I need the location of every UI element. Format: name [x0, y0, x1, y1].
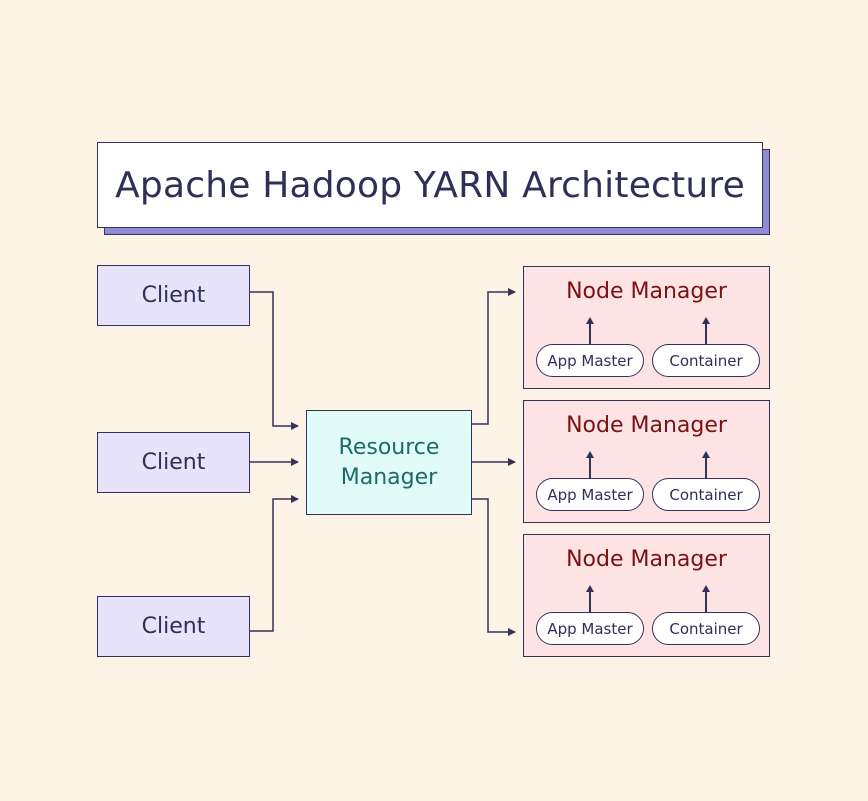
app-master-label: App Master	[547, 351, 633, 370]
container-pill: Container	[652, 478, 760, 511]
app-master-up-arrow-line	[589, 322, 591, 344]
container-up-arrow-line	[705, 456, 707, 478]
client-box-3: Client	[97, 596, 250, 657]
app-master-up-arrow	[586, 585, 594, 592]
client-label: Client	[141, 283, 206, 308]
diagram-title: Apache Hadoop YARN Architecture	[97, 142, 763, 228]
app-master-up-arrow-line	[589, 456, 591, 478]
client-box-2: Client	[97, 432, 250, 493]
container-pill: Container	[652, 612, 760, 645]
resource-manager-box: Resource Manager	[306, 410, 472, 515]
app-master-up-arrow	[586, 317, 594, 324]
client-label: Client	[141, 614, 206, 639]
container-label: Container	[669, 351, 743, 370]
app-master-up-arrow	[586, 451, 594, 458]
container-up-arrow-line	[705, 590, 707, 612]
node-manager-box-3: Node Manager App Master Container	[523, 534, 770, 657]
app-master-pill: App Master	[536, 612, 644, 645]
client-box-1: Client	[97, 265, 250, 326]
app-master-pill: App Master	[536, 478, 644, 511]
diagram-title-text: Apache Hadoop YARN Architecture	[115, 164, 745, 206]
app-master-up-arrow-line	[589, 590, 591, 612]
rm-to-node-manager-1-arrow	[472, 288, 516, 425]
app-master-label: App Master	[547, 619, 633, 638]
app-master-pill: App Master	[536, 344, 644, 377]
container-up-arrow	[702, 317, 710, 324]
node-manager-title: Node Manager	[566, 413, 727, 438]
client-3-to-rm-arrow	[250, 495, 299, 632]
node-manager-title: Node Manager	[566, 547, 727, 572]
rm-to-node-manager-3-arrow	[472, 498, 516, 636]
container-up-arrow	[702, 451, 710, 458]
app-master-label: App Master	[547, 485, 633, 504]
container-label: Container	[669, 619, 743, 638]
container-up-arrow	[702, 585, 710, 592]
node-manager-box-1: Node Manager App Master Container	[523, 266, 770, 389]
resource-manager-label-line-2: Manager	[340, 464, 438, 490]
container-label: Container	[669, 485, 743, 504]
client-1-to-rm-arrow	[250, 291, 299, 430]
client-label: Client	[141, 450, 206, 475]
container-up-arrow-line	[705, 322, 707, 344]
node-manager-box-2: Node Manager App Master Container	[523, 400, 770, 523]
node-manager-title: Node Manager	[566, 279, 727, 304]
resource-manager-label-line-1: Resource	[338, 434, 440, 460]
container-pill: Container	[652, 344, 760, 377]
